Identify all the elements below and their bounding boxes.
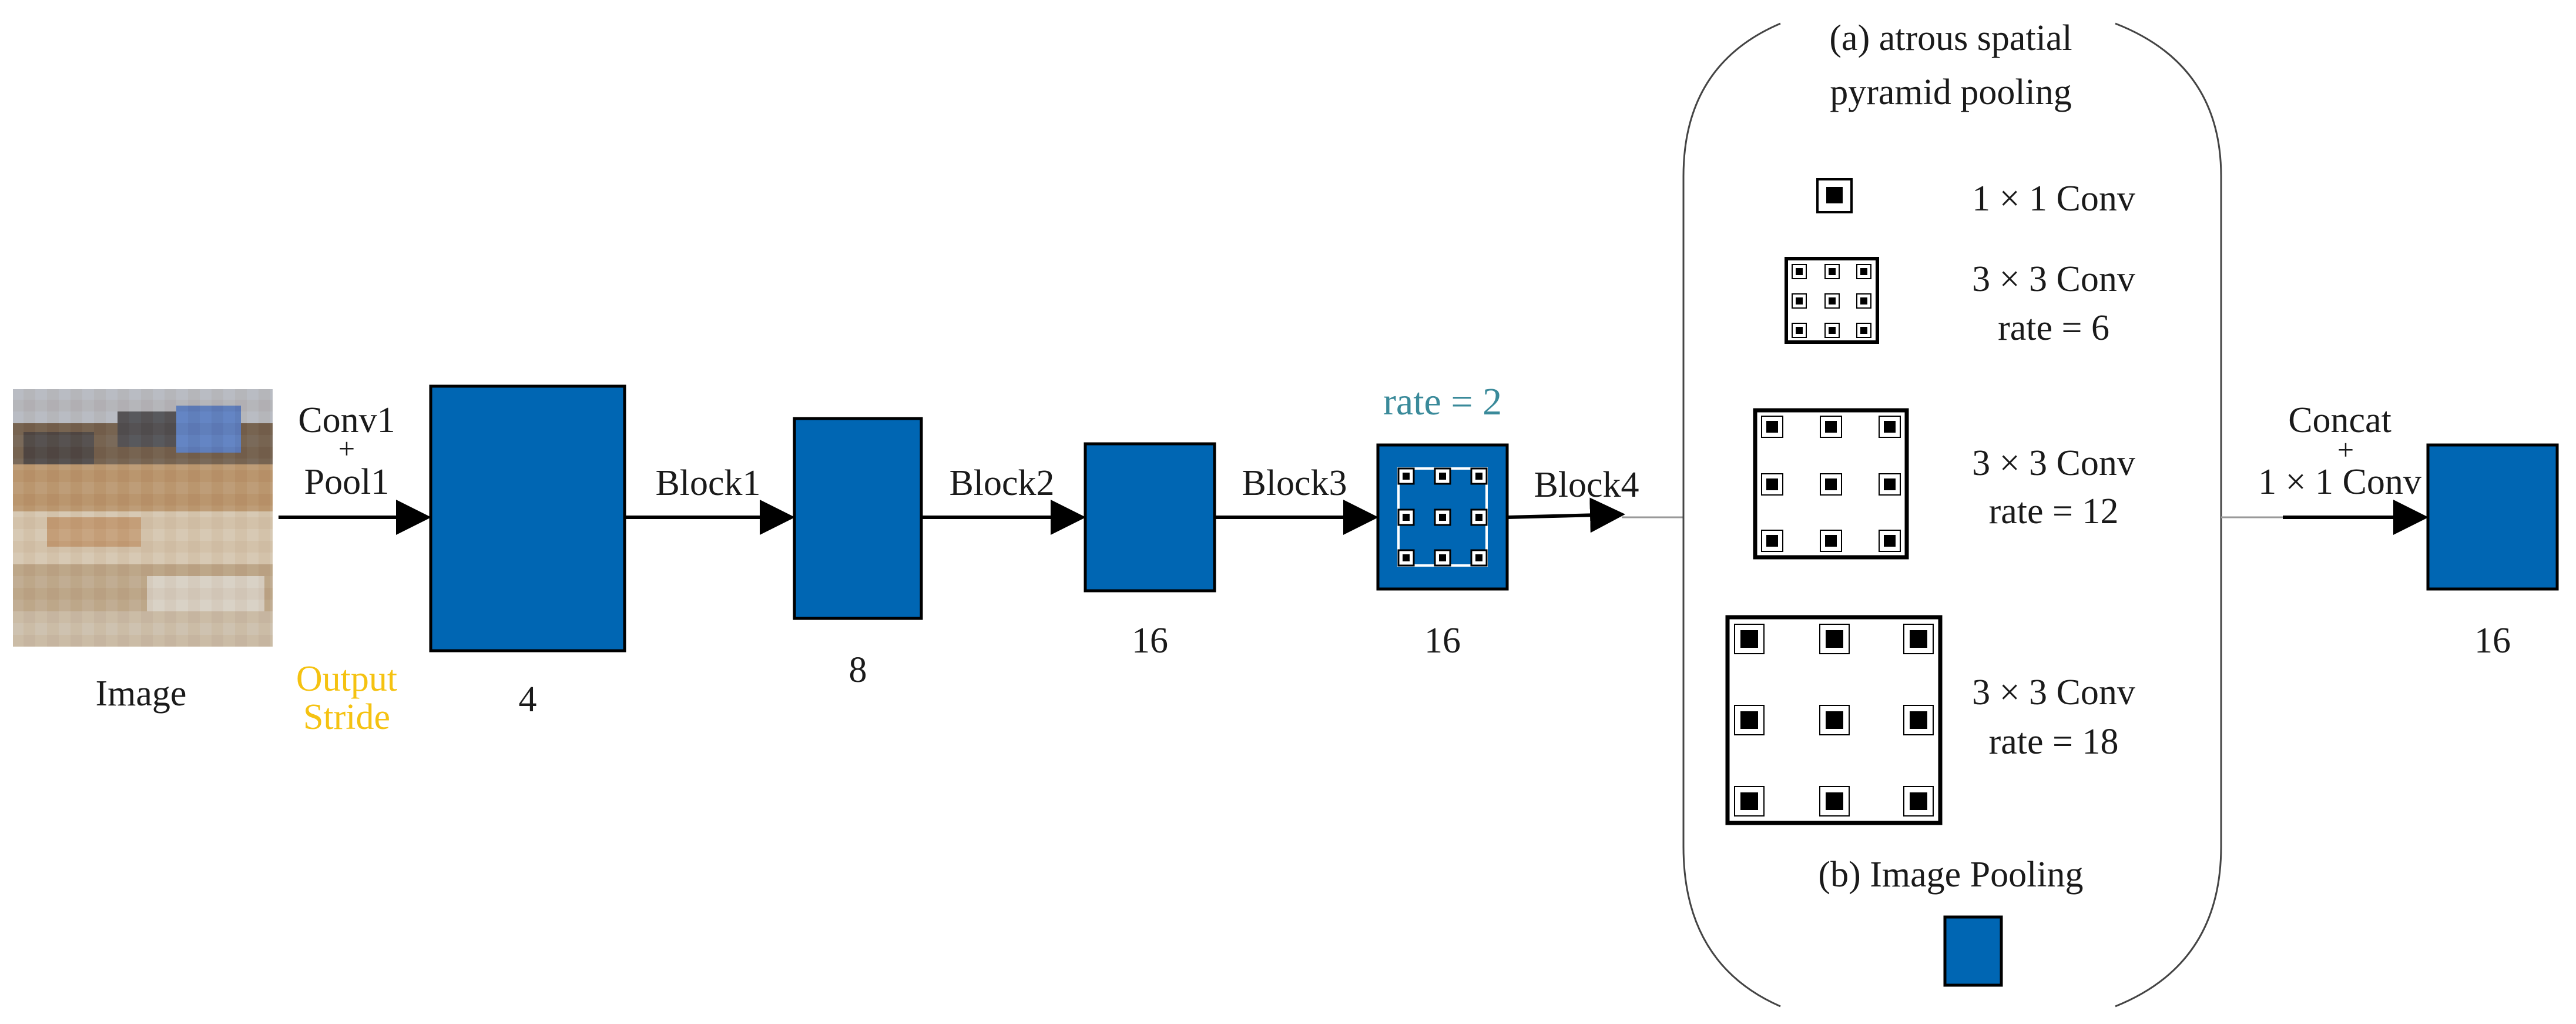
block3-label: Block3 bbox=[1242, 463, 1347, 503]
plus-label-1: + bbox=[338, 432, 355, 465]
aspp-title-line2: pyramid pooling bbox=[1830, 72, 2072, 112]
image-pooling-map bbox=[1943, 915, 2003, 987]
final-feature-map bbox=[2426, 443, 2559, 591]
conv-1x1-label: 1 × 1 Conv bbox=[1972, 179, 2135, 219]
conv-3x3-rate18-icon bbox=[1725, 615, 1943, 825]
output-stride-line2: Stride bbox=[303, 697, 390, 737]
conv-3x3-rate18-label: 3 × 3 Conv bbox=[1972, 672, 2135, 712]
image-pooling-label: (b) Image Pooling bbox=[1818, 855, 2083, 895]
output-stride-line1: Output bbox=[296, 659, 397, 699]
stride-label-16-a: 16 bbox=[1132, 621, 1168, 661]
conv-3x3-rate12-icon bbox=[1753, 408, 1909, 560]
feature-map-stride4 bbox=[429, 384, 626, 652]
aspp-container bbox=[1682, 22, 2222, 1008]
conv-3x3-rate6-rate: rate = 6 bbox=[1998, 308, 2109, 348]
plus-label-2: + bbox=[2337, 433, 2354, 466]
stride-label-final: 16 bbox=[2474, 621, 2511, 661]
conv1-label: Conv1 bbox=[298, 400, 395, 440]
stride-label-8: 8 bbox=[849, 650, 867, 690]
arrow-block4 bbox=[1507, 497, 1625, 533]
conv1x1-arrow-label: 1 × 1 Conv bbox=[2258, 462, 2421, 502]
feature-map-stride16-a bbox=[1084, 442, 1216, 593]
feature-map-stride8 bbox=[793, 417, 923, 620]
block2-label: Block2 bbox=[949, 463, 1054, 503]
block4-label: Block4 bbox=[1534, 465, 1639, 505]
aspp-title-line1: (a) atrous spatial bbox=[1829, 18, 2072, 58]
conv-3x3-rate6-label: 3 × 3 Conv bbox=[1972, 259, 2135, 299]
pool1-label: Pool1 bbox=[304, 462, 390, 502]
input-image bbox=[13, 389, 273, 647]
atrous-rate-label: rate = 2 bbox=[1383, 380, 1502, 423]
conv-3x3-rate12-label: 3 × 3 Conv bbox=[1972, 443, 2135, 483]
stride-label-16-b: 16 bbox=[1424, 621, 1461, 661]
feature-map-atrous bbox=[1376, 443, 1509, 591]
stride-label-4: 4 bbox=[519, 680, 537, 720]
image-label: Image bbox=[96, 674, 187, 714]
conv-3x3-rate12-rate: rate = 12 bbox=[1989, 491, 2119, 531]
conv-1x1-icon bbox=[1816, 178, 1853, 213]
concat-label: Concat bbox=[2288, 400, 2391, 440]
conv-3x3-rate6-icon bbox=[1785, 257, 1879, 344]
block1-label: Block1 bbox=[655, 463, 760, 503]
conv-3x3-rate18-rate: rate = 18 bbox=[1989, 722, 2119, 762]
